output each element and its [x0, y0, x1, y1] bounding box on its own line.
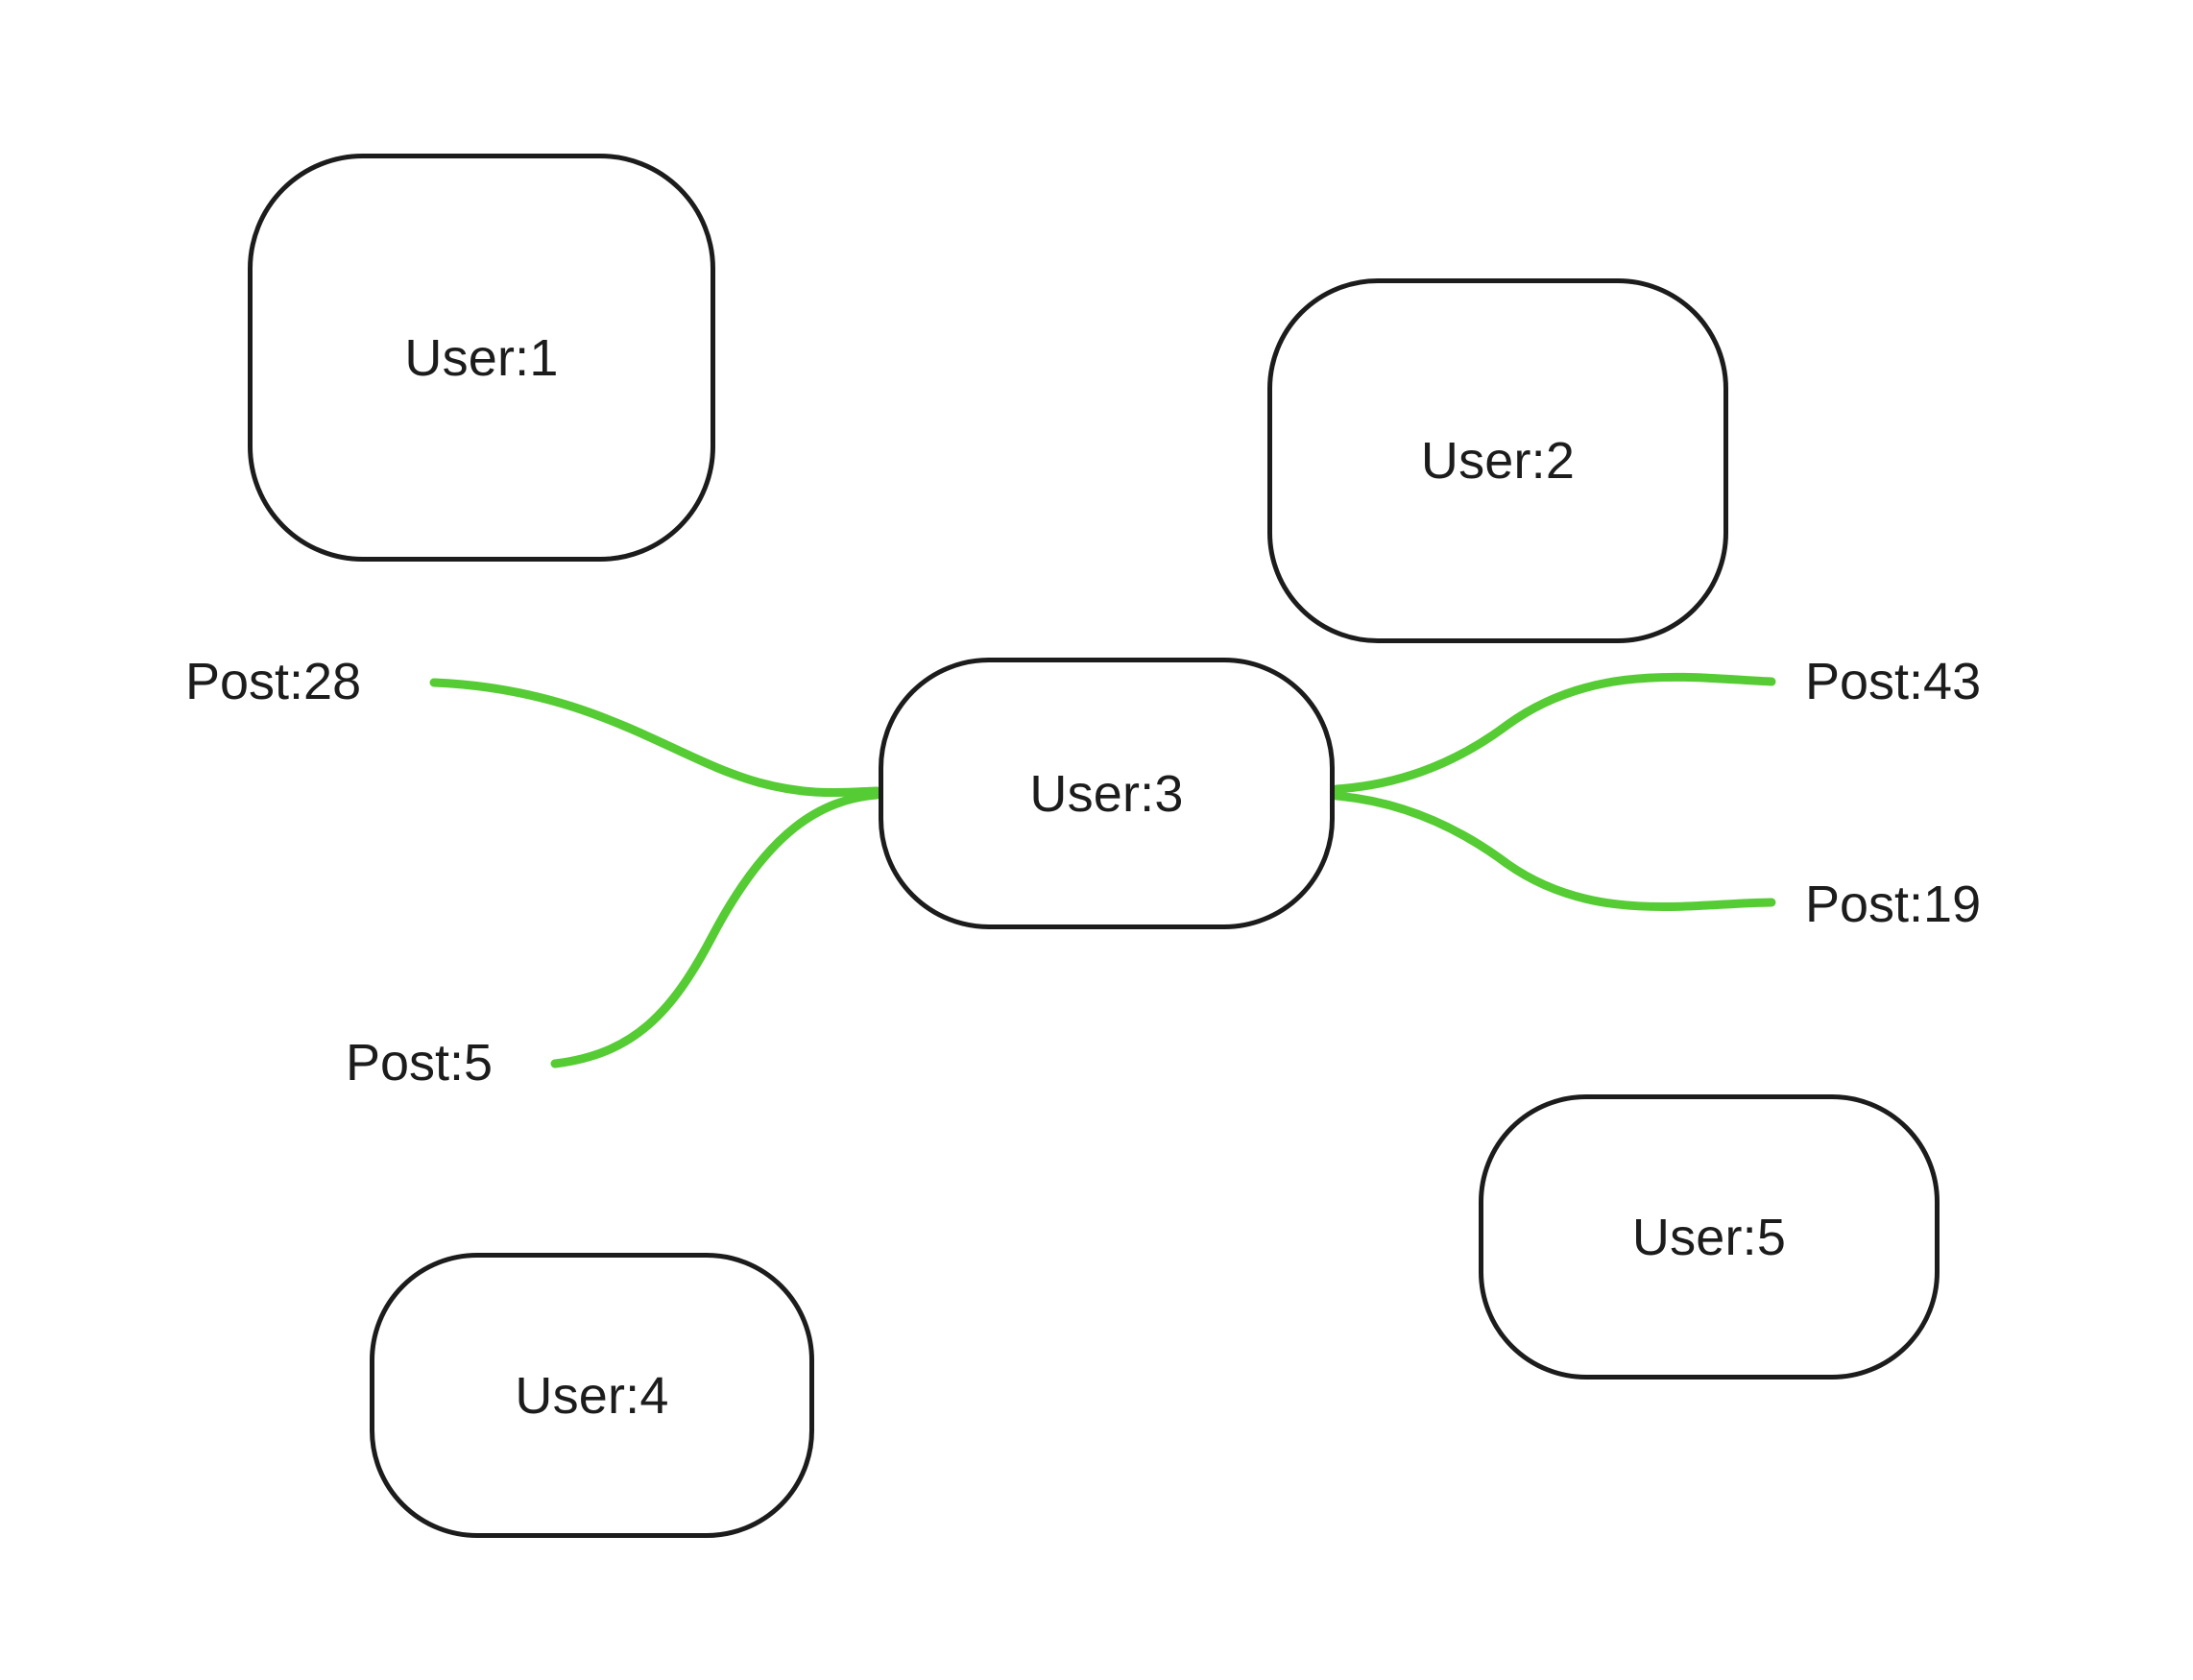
node-user-3[interactable]: User:3	[879, 658, 1335, 929]
node-label: User:3	[1029, 764, 1184, 823]
edge-user3-post43	[1332, 672, 1776, 794]
node-user-1[interactable]: User:1	[248, 154, 715, 562]
edge-post28-user3	[429, 678, 881, 798]
node-user-5[interactable]: User:5	[1479, 1094, 1940, 1380]
node-user-4[interactable]: User:4	[370, 1253, 814, 1538]
edge-post5-user3	[550, 790, 881, 1068]
edge-label-post-43[interactable]: Post:43	[1805, 653, 1982, 710]
node-label: User:1	[404, 328, 559, 387]
node-user-2[interactable]: User:2	[1267, 278, 1728, 643]
node-label: User:4	[515, 1366, 669, 1425]
edge-label-post-19[interactable]: Post:19	[1805, 876, 1982, 933]
node-label: User:5	[1631, 1208, 1787, 1266]
edge-user3-post19	[1332, 791, 1776, 911]
edge-label-post-28[interactable]: Post:28	[185, 653, 362, 710]
edge-label-post-5[interactable]: Post:5	[346, 1034, 494, 1092]
node-label: User:2	[1420, 432, 1576, 490]
